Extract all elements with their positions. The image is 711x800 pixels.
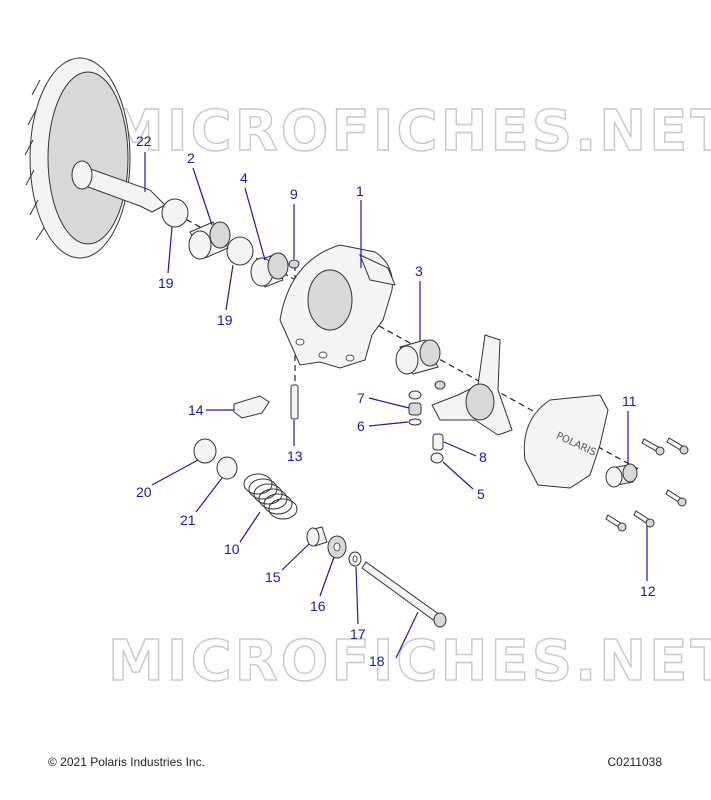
- part-spider: [431, 334, 513, 436]
- part-spacer-15: [306, 526, 328, 547]
- part-bushing-4: [250, 252, 289, 288]
- callout-15: 15: [265, 569, 281, 585]
- callout-19a: 19: [158, 275, 174, 291]
- callout-18: 18: [369, 653, 385, 669]
- callout-19b: 19: [217, 312, 233, 328]
- callout-11: 11: [622, 393, 637, 409]
- part-housing: [279, 244, 396, 369]
- callout-9: 9: [290, 186, 298, 202]
- callout-labels: 1 2 3 4 5 6 7 8 9 10 11 12 13 14 15 16 1: [136, 133, 656, 669]
- callout-16: 16: [310, 598, 326, 614]
- callout-5: 5: [477, 486, 485, 502]
- watermark-top: MICROFICHES.NET: [108, 99, 711, 164]
- part-pin-13: [290, 384, 299, 420]
- callout-2: 2: [187, 150, 195, 166]
- part-ring-19a: [161, 198, 189, 228]
- part-ring-19b: [226, 236, 254, 266]
- watermark-bottom: MICROFICHES.NET: [108, 629, 711, 694]
- callout-1: 1: [356, 183, 364, 199]
- part-bushing-2: [188, 221, 231, 260]
- part-roller-7: [408, 402, 422, 416]
- callout-14: 14: [188, 402, 204, 418]
- diagram-code: C0211038: [607, 755, 663, 769]
- part-pin-8: [432, 433, 444, 451]
- callout-7: 7: [357, 390, 365, 406]
- copyright-text: © 2021 Polaris Industries Inc.: [48, 755, 205, 769]
- callout-20: 20: [136, 484, 152, 500]
- part-cap: [434, 380, 446, 390]
- callout-6: 6: [357, 418, 365, 434]
- part-bushing-11: [605, 463, 638, 488]
- part-spring: [243, 473, 298, 520]
- callout-4: 4: [240, 170, 248, 186]
- part-washer-6: [408, 418, 422, 426]
- callout-3: 3: [415, 263, 423, 279]
- part-button-5: [430, 452, 444, 464]
- callout-10: 10: [224, 541, 240, 557]
- part-sheave: [24, 57, 166, 259]
- callout-22: 22: [136, 133, 152, 149]
- part-washer-7-top: [408, 390, 422, 400]
- part-washer-21: [216, 456, 238, 480]
- callout-8: 8: [479, 449, 487, 465]
- callout-12: 12: [640, 583, 656, 599]
- part-weight-14: [233, 395, 270, 419]
- part-bushing-3: [395, 339, 441, 375]
- part-bolt-18: [361, 561, 447, 628]
- part-nut-9: [288, 259, 300, 269]
- part-washer-20: [193, 438, 217, 464]
- part-cover: POLARIS: [523, 394, 609, 489]
- callout-17: 17: [350, 626, 366, 642]
- part-bolts: [605, 437, 689, 532]
- callout-21: 21: [180, 512, 196, 528]
- callout-13: 13: [287, 448, 303, 464]
